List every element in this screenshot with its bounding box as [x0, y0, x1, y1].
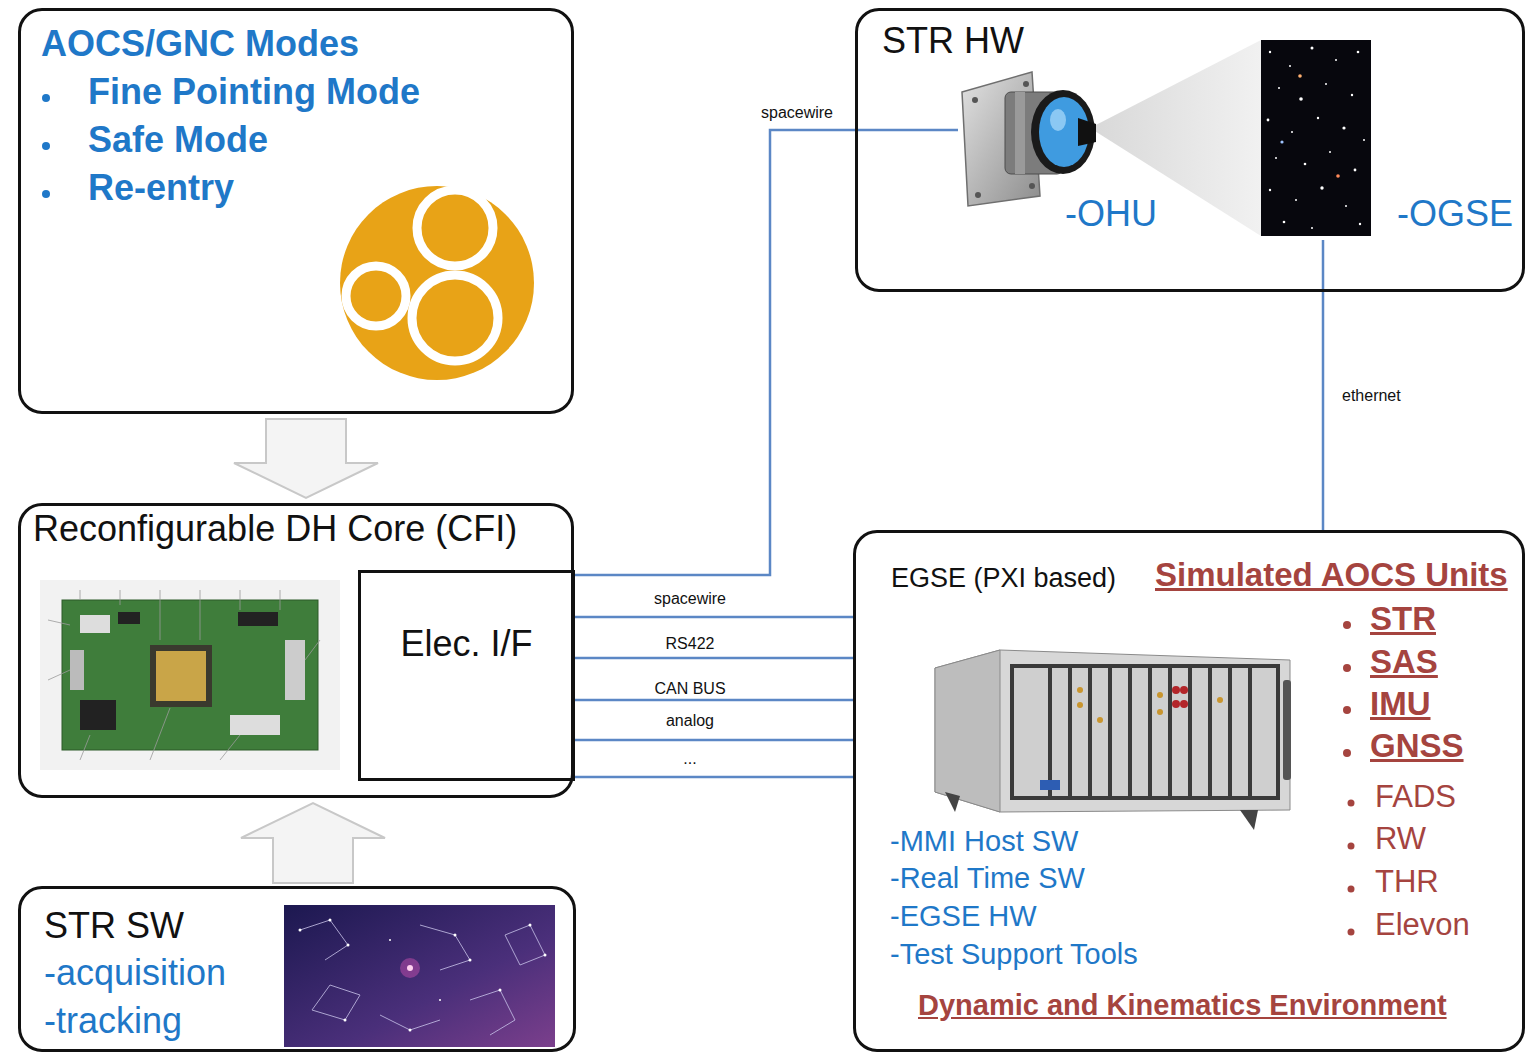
connector — [575, 740, 853, 741]
box-heading: Reconfigurable DH Core (CFI) — [33, 508, 517, 549]
box-text: Simulated AOCS Units — [1155, 556, 1508, 594]
pxi-chassis — [935, 650, 1291, 830]
signal-line — [575, 657, 853, 660]
box-text: Elevon — [1375, 907, 1470, 943]
box-heading: Elec. I/F — [400, 623, 532, 664]
pcb-board — [40, 580, 340, 770]
box-text: STR — [1370, 600, 1436, 638]
signal-line — [1322, 240, 1325, 530]
box-text: Dynamic and Kinematics Environment — [918, 989, 1447, 1022]
bullets — [1343, 621, 1355, 936]
connector — [241, 803, 385, 883]
edge-label: ... — [681, 749, 698, 768]
box-text: Re-entry — [88, 167, 234, 208]
box-heading: -OGSE — [1397, 193, 1513, 234]
signal-line — [575, 776, 853, 779]
box-text: IMU — [1370, 685, 1431, 723]
connector — [575, 700, 853, 701]
logo — [340, 186, 534, 380]
box-text: THR — [1375, 864, 1439, 900]
box-heading: STR HW — [882, 20, 1024, 61]
box-text: -tracking — [44, 1000, 182, 1041]
camera-unit: -OHU — [958, 62, 1168, 240]
connector — [575, 777, 853, 778]
software-panel: STR SW -acquisition -tracking — [18, 886, 576, 1052]
connector — [575, 617, 853, 618]
block-arrow — [234, 419, 378, 498]
edge-label: CAN BUS — [652, 679, 727, 698]
box-text: SAS — [1370, 643, 1438, 681]
camera-figure — [962, 72, 1096, 206]
signal-line — [575, 699, 853, 702]
connector — [575, 658, 853, 659]
box-text: -acquisition — [44, 952, 226, 993]
connector — [234, 419, 378, 498]
edge-label: analog — [664, 711, 716, 730]
box-heading: AOCS/GNC Modes — [41, 23, 359, 64]
interface-box: Elec. I/F — [358, 570, 575, 781]
edge-label: spacewire — [652, 589, 728, 608]
hardware-panel: STR HW -OHU -OGSE — [855, 8, 1525, 292]
edge-label: ethernet — [1340, 386, 1403, 405]
box-text: -Test Support Tools — [890, 938, 1138, 971]
edge-label: RS422 — [664, 634, 717, 653]
box-text: -Real Time SW — [890, 862, 1085, 895]
connector — [1323, 240, 1324, 530]
box-text: -MMI Host SW — [890, 825, 1079, 858]
constellation-image — [284, 905, 555, 1047]
core-panel: Reconfigurable DH Core (CFI) Elec. I/F — [18, 503, 574, 798]
box-text: Safe Mode — [88, 119, 268, 160]
edge-label: spacewire — [759, 103, 835, 122]
egse-panel: EGSE (PXI based) Simulated AOCS UnitsSTR S… — [853, 530, 1525, 1052]
star-field — [1261, 40, 1371, 236]
signal-line — [575, 616, 853, 619]
mode-panel: AOCS/GNC ModesFine Pointing ModeSafe Mod… — [18, 8, 574, 414]
box-text: Fine Pointing Mode — [88, 71, 420, 112]
connector — [575, 130, 958, 575]
box-heading: -OHU — [1065, 193, 1157, 234]
box-text: RW — [1375, 821, 1426, 857]
block-arrow — [241, 803, 385, 883]
signal-line — [575, 739, 853, 742]
star-scene: -OGSE — [1258, 38, 1520, 240]
signal-line — [575, 130, 958, 575]
box-heading: STR SW — [44, 905, 184, 946]
box-heading: EGSE (PXI based) — [891, 563, 1116, 594]
box-text: -EGSE HW — [890, 900, 1037, 933]
box-text: FADS — [1375, 779, 1456, 815]
bullets — [42, 94, 50, 198]
box-text: GNSS — [1370, 727, 1464, 765]
